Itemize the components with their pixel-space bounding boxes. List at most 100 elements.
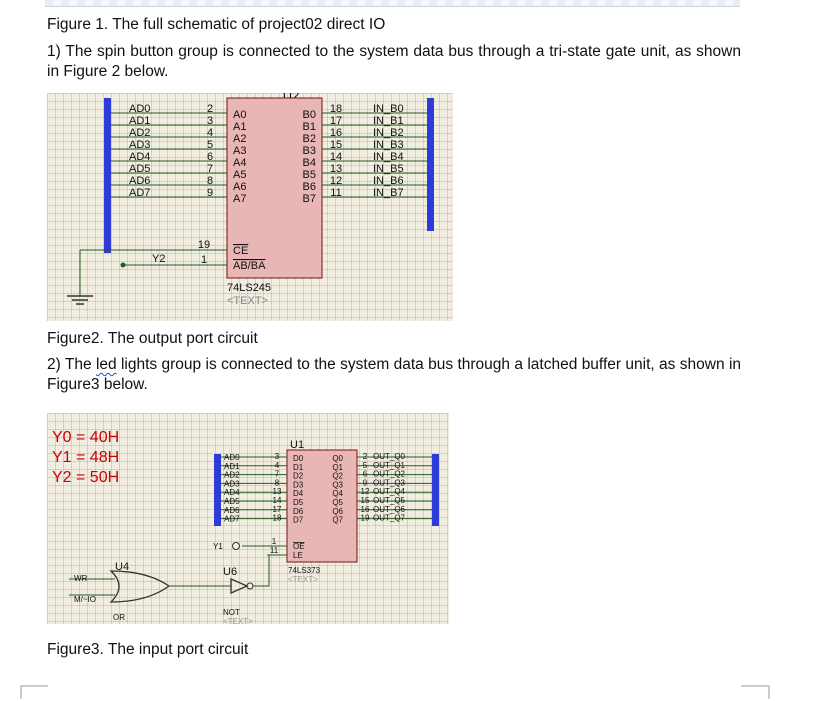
bus-out-label: OUT_Q1 [373, 461, 406, 470]
bus-in-label: AD6 [129, 175, 150, 187]
dir-label: AB/BA [233, 260, 266, 272]
pin-b-number: 16 [330, 127, 342, 139]
pin-b-number: 18 [330, 103, 342, 115]
pin-q-label: Q1 [332, 463, 343, 472]
bus-out-label: IN_B4 [373, 151, 404, 163]
bus-in-label: AD5 [224, 497, 240, 506]
not-gate-type: NOT [223, 608, 240, 617]
not-out-wire [253, 555, 270, 587]
chip-name: 74LS245 [227, 282, 271, 294]
pin-b-number: 17 [330, 115, 342, 127]
pin-a-label: A1 [233, 121, 246, 133]
ce-pin-number: 19 [198, 239, 210, 251]
chip-name: 74LS373 [288, 566, 321, 575]
pin-b-number: 15 [330, 139, 342, 151]
pin-d-label: D6 [293, 507, 304, 516]
figure1-image-edge [45, 0, 740, 7]
paragraph-2: 2) The led lights group is connected to … [47, 355, 741, 395]
pin-b-label: B2 [303, 133, 316, 145]
pin-q-number: 16 [361, 505, 370, 514]
or-gate-symbol [109, 570, 171, 603]
bus-right [432, 454, 439, 526]
pin-d-label: D2 [293, 472, 304, 481]
select-y2-label: Y2 [152, 253, 165, 265]
output-port-circuit: U2AD02A0B018IN_B0AD13A1B117IN_B1AD24A2B2… [67, 93, 434, 307]
oe-pin-number: 1 [272, 537, 277, 546]
bus-out-label: OUT_Q2 [373, 470, 406, 479]
le-pin-number: 11 [270, 546, 279, 555]
address-label: Y2 = 50H [52, 469, 119, 486]
pin-a-number: 6 [207, 151, 213, 163]
not-text-placeholder: <TEXT> [223, 617, 253, 624]
bus-in-label: AD0 [129, 103, 150, 115]
y1-terminal [232, 542, 240, 550]
pin-q-number: 15 [361, 496, 370, 505]
figure3-caption: Figure3. The input port circuit [47, 641, 249, 658]
bus-in-label: AD4 [224, 488, 240, 497]
bus-in-label: AD1 [129, 115, 150, 127]
pin-b-label: B6 [303, 181, 316, 193]
pin-b-number: 11 [330, 187, 341, 199]
dir-pin-number: 1 [201, 254, 207, 266]
bus-out-label: IN_B7 [373, 187, 404, 199]
bus-out-label: IN_B5 [373, 163, 404, 175]
bus-out-label: OUT_Q3 [373, 478, 406, 487]
bus-in-label: AD6 [224, 506, 240, 515]
pin-b-label: B7 [303, 193, 316, 205]
paragraph-1: 1) The spin button group is connected to… [47, 43, 741, 80]
pin-a-label: A3 [233, 145, 246, 157]
margin-corner-left [20, 685, 48, 699]
pin-d-label: D3 [293, 480, 304, 489]
margin-corner-right [741, 685, 770, 699]
pin-d-label: D4 [293, 489, 304, 498]
pin-a-number: 7 [207, 163, 213, 175]
pin-a-number: 5 [207, 139, 213, 151]
bus-out-label: IN_B6 [373, 175, 404, 187]
pin-a-label: A4 [233, 157, 246, 169]
pin-d-number: 17 [273, 505, 282, 514]
pin-d-label: D1 [293, 463, 304, 472]
pin-d-number: 3 [275, 452, 280, 461]
ce-label: CE [233, 245, 248, 257]
pin-q-number: 6 [363, 470, 368, 479]
pin-a-label: A6 [233, 181, 246, 193]
bus-out-label: OUT_Q5 [373, 496, 406, 505]
wr-input-label: WR [74, 574, 88, 583]
pin-a-label: A2 [233, 133, 246, 145]
pin-d-label: D7 [293, 516, 304, 525]
paragraph-2-text-b: lights group is connected to the system … [47, 356, 742, 393]
pin-d-number: 13 [273, 487, 282, 496]
pin-a-label: A0 [233, 109, 246, 121]
pin-b-number: 14 [330, 151, 342, 163]
oe-label: OE [293, 542, 305, 551]
pin-q-label: Q2 [332, 472, 343, 481]
bus-out-label: IN_B2 [373, 127, 404, 139]
pin-d-label: D5 [293, 498, 304, 507]
chip-text-placeholder: <TEXT> [288, 575, 318, 584]
pin-q-label: Q6 [332, 507, 343, 516]
le-label: LE [293, 551, 303, 560]
bus-right [427, 98, 434, 231]
bus-in-label: AD7 [129, 187, 150, 199]
pin-b-label: B3 [303, 145, 316, 157]
pin-q-label: Q5 [332, 498, 343, 507]
pin-q-label: Q4 [332, 489, 343, 498]
bus-out-label: OUT_Q4 [373, 487, 406, 496]
pin-q-number: 5 [363, 461, 368, 470]
pin-b-label: B5 [303, 169, 316, 181]
figure2-caption: Figure2. The output port circuit [47, 330, 258, 347]
bus-left [104, 98, 111, 253]
pin-d-label: D0 [293, 454, 304, 463]
pin-a-label: A5 [233, 169, 246, 181]
pin-b-label: B1 [303, 121, 316, 133]
pin-a-label: A7 [233, 193, 246, 205]
bus-in-label: AD1 [224, 462, 240, 471]
pin-a-number: 4 [207, 127, 213, 139]
select-y1-label: Y1 [213, 542, 223, 551]
bus-out-label: OUT_Q6 [373, 505, 406, 514]
bus-in-label: AD0 [224, 453, 240, 462]
pin-d-number: 4 [275, 461, 280, 470]
pin-a-number: 8 [207, 175, 213, 187]
